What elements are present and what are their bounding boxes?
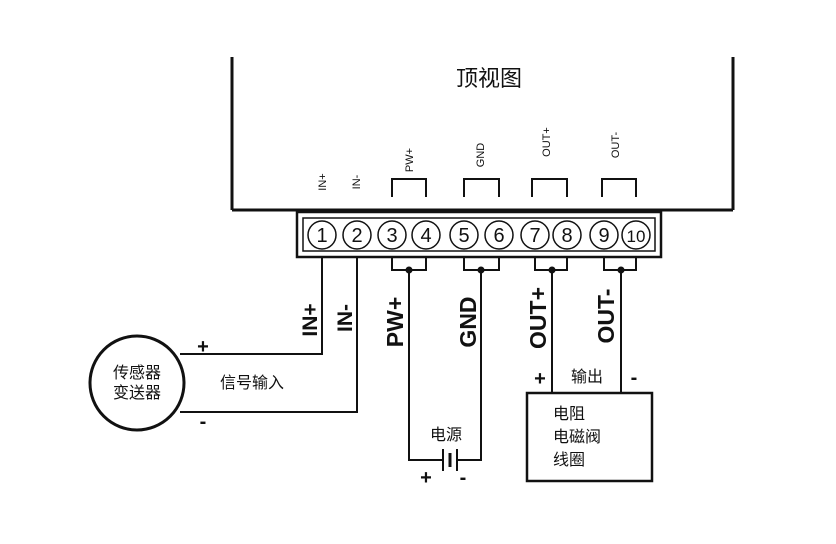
wire-label-in-plus: IN+: [299, 303, 322, 336]
load-label-line1: 电阻: [553, 404, 585, 423]
signal-input-label: 信号输入: [220, 373, 284, 392]
top-label-gnd: GND: [475, 143, 487, 168]
wire-label-in-minus: IN-: [334, 304, 357, 332]
terminal-7-circle: [520, 220, 550, 250]
terminal-strip-inner: [302, 217, 656, 252]
terminal-6-number: 6: [493, 225, 504, 247]
power-minus-sign: -: [460, 467, 467, 489]
terminal-10-number: 10: [627, 227, 646, 246]
sensor-label-line1: 传感器: [113, 363, 161, 382]
terminal-8-circle: [552, 220, 582, 250]
sensor-minus-sign: -: [200, 411, 207, 433]
terminal-8-number: 8: [561, 225, 572, 247]
terminal-10-circle: [621, 220, 651, 250]
output-plus-sign: +: [534, 368, 546, 390]
load-label-line3: 线圈: [553, 450, 585, 469]
junction-dots: [405, 266, 625, 274]
terminal-9-circle: [589, 220, 619, 250]
terminal-3-circle: [377, 220, 407, 250]
sensor-transmitter: [88, 334, 186, 432]
terminal-9-number: 9: [598, 225, 609, 247]
wire-label-out-plus: OUT+: [525, 287, 551, 349]
power-plus-sign: +: [420, 467, 432, 489]
wire-label-pw-plus: PW+: [382, 297, 408, 347]
wire-label-out-minus: OUT-: [593, 289, 619, 344]
terminal-7-number: 7: [529, 225, 540, 247]
output-label: 输出: [571, 367, 603, 386]
terminal-4-number: 4: [420, 225, 431, 247]
top-label-out-minus: OUT-: [610, 132, 622, 159]
load-label-line2: 电磁阀: [553, 427, 601, 446]
top-label-in-minus: IN-: [351, 174, 363, 189]
load-box: [525, 391, 654, 483]
terminal-6-circle: [484, 220, 514, 250]
module-body: [230, 57, 735, 212]
terminal-5-number: 5: [458, 225, 469, 247]
top-brackets: [391, 178, 637, 197]
top-label-pw-plus: PW+: [404, 148, 416, 172]
output-minus-sign: -: [631, 367, 638, 389]
terminal-1-circle: [307, 220, 337, 250]
wires: [180, 256, 637, 461]
terminal-1-number: 1: [316, 225, 327, 247]
power-label: 电源: [430, 425, 462, 444]
sensor-label-line2: 变送器: [113, 383, 161, 402]
wire-label-gnd: GND: [455, 296, 481, 347]
module-title: 顶视图: [456, 67, 522, 92]
terminal-3-number: 3: [386, 225, 397, 247]
terminal-4-circle: [411, 220, 441, 250]
top-label-out-plus: OUT+: [541, 127, 553, 157]
terminal-2-circle: [342, 220, 372, 250]
sensor-plus-sign: +: [197, 336, 209, 358]
terminal-5-circle: [449, 220, 479, 250]
top-label-in-plus: IN+: [317, 173, 329, 190]
terminal-2-number: 2: [351, 225, 362, 247]
battery-symbol: [442, 449, 458, 471]
